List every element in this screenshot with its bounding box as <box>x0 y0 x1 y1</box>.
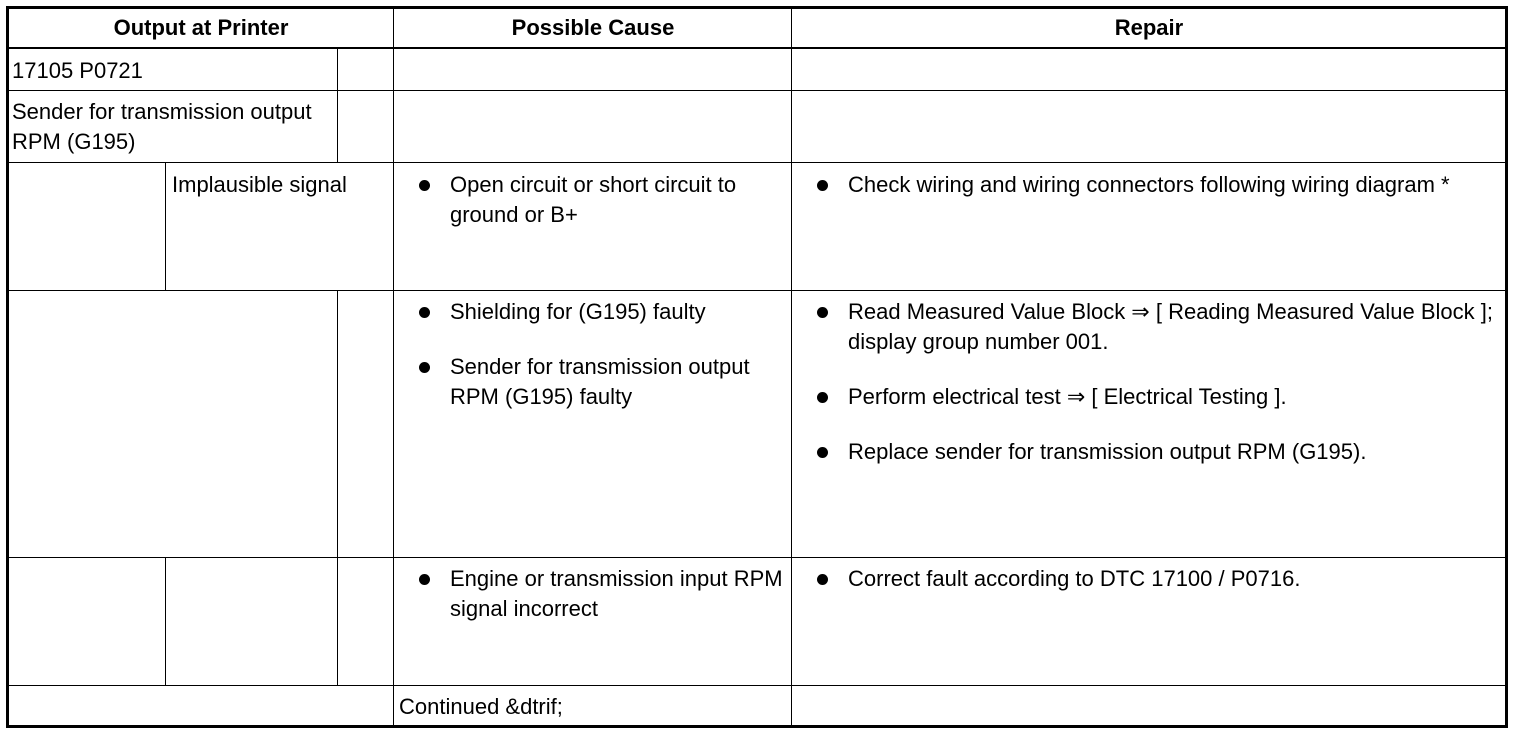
rule-col-cause <box>393 6 394 728</box>
bullet-icon <box>817 447 828 458</box>
fault-description: Implausible signal <box>172 172 347 197</box>
repair-text: Read Measured Value Block ⇒ [ Reading Me… <box>848 299 1493 354</box>
cause-item: Engine or transmission input RPM signal … <box>396 564 788 624</box>
repair-list-engine: Correct fault according to DTC 17100 / P… <box>794 564 1500 594</box>
component-name: Sender for transmission output RPM (G195… <box>12 99 312 154</box>
cause-text: Open circuit or short circuit to ground … <box>450 172 737 227</box>
cause-text: Shielding for (G195) faulty <box>450 299 706 324</box>
rule-subcol-b-mid <box>337 290 338 686</box>
rule-row-4 <box>6 557 1508 558</box>
repair-item: Perform electrical test ⇒ [ Electrical T… <box>794 382 1506 412</box>
fault-code: 17105 P0721 <box>12 58 143 83</box>
table-border-top <box>6 6 1508 9</box>
bullet-icon <box>419 307 430 318</box>
cause-item: Shielding for (G195) faulty <box>396 297 788 327</box>
header-output-at-printer: Output at Printer <box>113 15 289 40</box>
repair-text: Perform electrical test ⇒ [ Electrical T… <box>848 384 1287 409</box>
cause-list-engine: Engine or transmission input RPM signal … <box>396 564 788 624</box>
bullet-icon <box>817 574 828 585</box>
cause-text: Engine or transmission input RPM signal … <box>450 566 783 621</box>
continued-note: Continued &dtrif; <box>399 694 563 719</box>
rule-subcol-a-lower <box>165 557 166 686</box>
bullet-icon <box>817 307 828 318</box>
bullet-icon <box>817 180 828 191</box>
rule-subcol-b-upper <box>337 48 338 163</box>
rule-row-1 <box>6 90 1508 91</box>
cause-text: Sender for transmission output RPM (G195… <box>450 354 750 409</box>
table-border-left <box>6 6 9 728</box>
cause-item: Sender for transmission output RPM (G195… <box>396 352 788 412</box>
table-border-right <box>1505 6 1508 728</box>
rule-subcol-a-upper <box>165 162 166 291</box>
header-possible-cause: Possible Cause <box>511 15 675 40</box>
repair-text: Check wiring and wiring connectors follo… <box>848 172 1450 197</box>
cause-list-implausible: Open circuit or short circuit to ground … <box>396 170 788 230</box>
bullet-icon <box>817 392 828 403</box>
table-border-bottom <box>6 725 1508 728</box>
rule-row-2 <box>6 162 1508 163</box>
repair-text: Replace sender for transmission output R… <box>848 439 1367 464</box>
cause-list-shielding: Shielding for (G195) faulty Sender for t… <box>396 297 788 412</box>
bullet-icon <box>419 180 430 191</box>
rule-row-5 <box>6 685 1508 686</box>
bullet-icon <box>419 362 430 373</box>
bullet-icon <box>419 574 430 585</box>
repair-item: Check wiring and wiring connectors follo… <box>794 170 1500 200</box>
repair-text: Correct fault according to DTC 17100 / P… <box>848 566 1301 591</box>
cause-item: Open circuit or short circuit to ground … <box>396 170 788 230</box>
header-repair: Repair <box>1114 15 1184 40</box>
rule-header <box>6 47 1508 49</box>
repair-item: Correct fault according to DTC 17100 / P… <box>794 564 1500 594</box>
repair-list-implausible: Check wiring and wiring connectors follo… <box>794 170 1500 200</box>
repair-item: Replace sender for transmission output R… <box>794 437 1506 467</box>
rule-row-3 <box>6 290 1508 291</box>
repair-list-shielding: Read Measured Value Block ⇒ [ Reading Me… <box>794 297 1506 467</box>
rule-col-repair <box>791 6 792 728</box>
repair-item: Read Measured Value Block ⇒ [ Reading Me… <box>794 297 1506 357</box>
